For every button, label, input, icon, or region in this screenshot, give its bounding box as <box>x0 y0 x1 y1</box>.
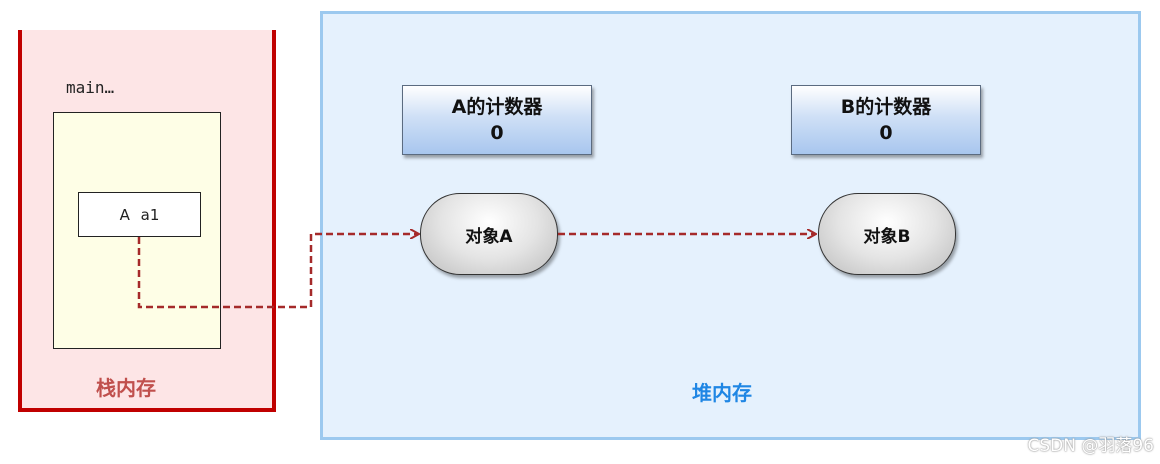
counter-a-value: 0 <box>490 122 504 144</box>
counter-b-value: 0 <box>879 122 893 144</box>
object-a-node: 对象A <box>420 193 558 275</box>
counter-b-name: B的计数器 <box>840 96 932 118</box>
variable-a1-box: A a1 <box>78 192 201 237</box>
heap-memory-label: 堆内存 <box>692 381 752 405</box>
csdn-watermark: CSDN @羽落96 <box>1027 436 1154 456</box>
arrow-a1-to-object-a <box>137 234 418 309</box>
counter-a-box: A的计数器 0 <box>402 85 592 155</box>
main-frame-label: main… <box>66 78 115 97</box>
stack-memory-label: 栈内存 <box>96 376 156 400</box>
counter-b-box: B的计数器 0 <box>791 85 981 155</box>
object-b-node: 对象B <box>818 193 956 275</box>
counter-a-name: A的计数器 <box>451 96 543 118</box>
